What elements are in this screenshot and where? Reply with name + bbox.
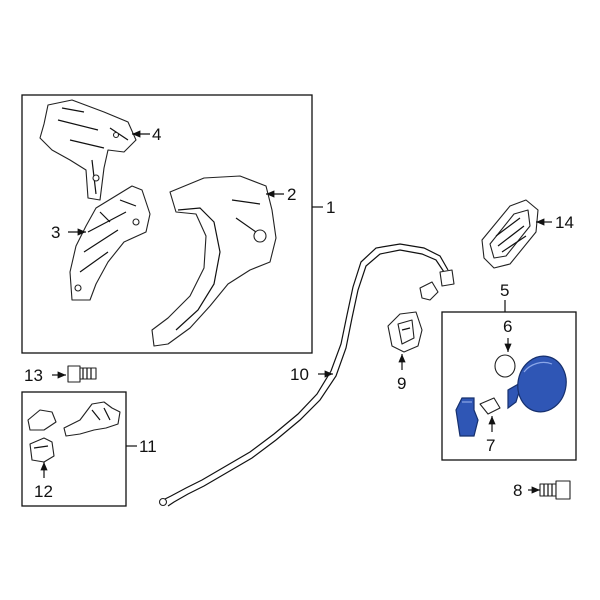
part-actuator-highlighted xyxy=(455,397,479,437)
part-14-pressure-vent xyxy=(481,199,539,269)
callout-13: 13 xyxy=(24,366,43,385)
callout-8: 8 xyxy=(513,481,522,500)
part-7-hinge-clip xyxy=(479,397,501,415)
group-box-quarter-panel xyxy=(21,94,313,354)
part-13-bolt xyxy=(67,365,97,383)
part-2-quarter-panel xyxy=(151,175,277,347)
callout-1: 1 xyxy=(326,198,335,217)
part-9-filler-housing xyxy=(387,311,423,353)
callout-2: 2 xyxy=(287,185,296,204)
callout-10: 10 xyxy=(290,365,309,384)
callout-3: 3 xyxy=(51,223,60,242)
callout-12: 12 xyxy=(34,482,53,501)
part-8-bolt xyxy=(539,480,571,500)
part-3-inner-wheelhouse xyxy=(69,185,151,301)
group-box-fuel-door xyxy=(441,311,577,461)
part-6-bumper xyxy=(494,354,516,378)
callout-7: 7 xyxy=(486,436,495,455)
callout-5: 5 xyxy=(500,281,509,300)
part-11-hinge-assembly xyxy=(27,401,121,437)
callout-11: 11 xyxy=(139,437,157,456)
callout-6: 6 xyxy=(503,317,512,336)
part-4-upper-bracket xyxy=(39,99,137,201)
group-box-fuel-door-lock xyxy=(21,391,127,507)
callout-14: 14 xyxy=(555,213,574,232)
part-12-actuator-cap xyxy=(29,437,55,463)
part-5-fuel-door xyxy=(507,355,567,413)
callout-4: 4 xyxy=(152,125,161,144)
callout-9: 9 xyxy=(397,374,406,393)
